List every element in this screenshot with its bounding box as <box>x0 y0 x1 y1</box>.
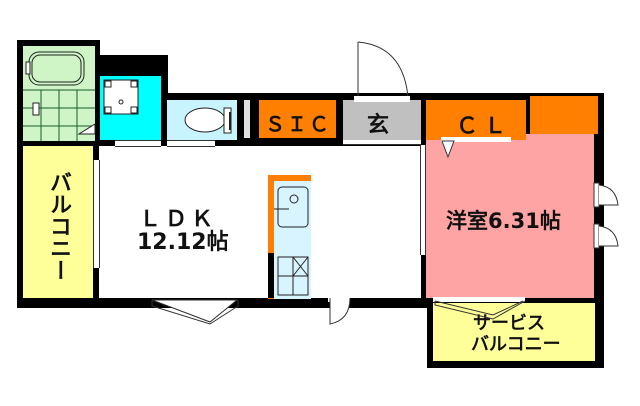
room-western: 洋室6.31帖 <box>426 140 594 298</box>
kitchen-wall <box>268 253 274 298</box>
sliding-door-ldk-western[interactable] <box>420 145 426 255</box>
bay-window-icon[interactable] <box>150 298 240 328</box>
sink-icon <box>274 186 309 296</box>
closet-door-marker-icon <box>441 140 455 159</box>
entrance-door-icon[interactable] <box>354 40 425 110</box>
entrance: 玄 <box>343 100 421 140</box>
ldk-area: 12.12帖 <box>137 230 229 255</box>
ldk-name: ＬＤＫ <box>139 207 218 232</box>
room-closet: ＣＬ <box>426 100 526 140</box>
toilet-icon <box>184 107 232 134</box>
wall-divider-light <box>244 100 250 138</box>
window-wash <box>115 140 161 147</box>
western-room-notch <box>526 134 594 142</box>
entrance-label: 玄 <box>367 113 390 138</box>
right-door-upper-icon[interactable] <box>593 182 624 213</box>
closet-door[interactable] <box>441 137 511 142</box>
room-ldk: ＬＤＫ 12.12帖 <box>99 146 421 298</box>
storage-upper-right <box>530 96 598 134</box>
balcony: バルコニー <box>23 146 93 298</box>
right-door-lower-icon[interactable] <box>593 223 624 254</box>
service-balcony: サービス バルコニー <box>433 303 595 361</box>
washroom <box>100 76 161 140</box>
ldk-bottom-door-icon[interactable] <box>328 297 358 328</box>
bathroom <box>23 46 96 141</box>
entrance-step <box>343 140 421 145</box>
service-balcony-door-icon[interactable] <box>433 297 533 327</box>
service-balcony-line2: バルコニー <box>471 334 561 355</box>
room-sic: ＳＩＣ <box>259 100 336 138</box>
kitchen-counter <box>268 175 311 299</box>
closet-label: ＣＬ <box>456 114 513 139</box>
western-room-label: 洋室6.31帖 <box>446 209 561 233</box>
window-balcony-left[interactable] <box>93 160 100 268</box>
bathtub-icon <box>23 51 96 141</box>
window-toilet <box>167 140 215 147</box>
sic-label: ＳＩＣ <box>265 112 331 136</box>
washing-machine-icon <box>103 79 139 115</box>
toilet-room <box>167 100 237 140</box>
balcony-label: バルコニー <box>46 171 71 281</box>
